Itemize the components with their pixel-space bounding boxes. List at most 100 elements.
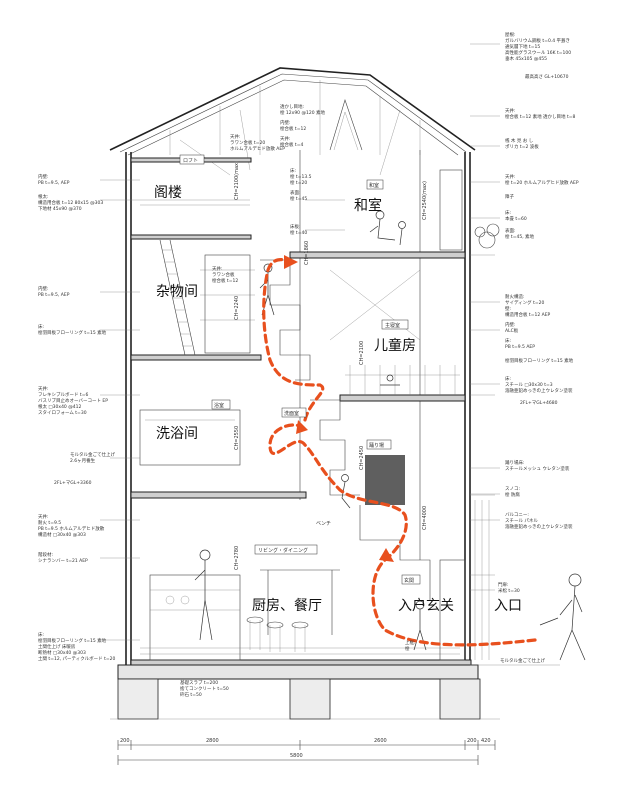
note-right: 内壁:: [505, 321, 516, 328]
note-left: バスリブ目止めオーバーコート EP: [38, 397, 108, 404]
note-right: 床:: [505, 337, 511, 344]
person-japanese-room: [369, 210, 396, 241]
room-label-attic: 阁楼: [154, 185, 182, 201]
tag-hanare: 洗面室: [284, 410, 299, 417]
note-left: モルタル金ごて仕上げ: [70, 451, 116, 458]
note-bottom: 桧: [405, 645, 410, 652]
note-center: 床:: [290, 167, 296, 174]
note-bottom: 基礎スラブ t=200: [180, 679, 218, 686]
note-center: 桧 12x90 @120 素地: [280, 109, 325, 116]
person-attic: [259, 263, 275, 316]
note-bottom: 捨てコンクリート t=50: [180, 685, 229, 692]
note-right: 踊り場床:: [505, 459, 525, 466]
note-center: 桧 t=40: [290, 229, 307, 236]
note-right: 壁:: [505, 305, 511, 312]
note-right: 最高高さ GL+10670: [525, 73, 569, 80]
note-right: スノコ:: [505, 486, 520, 492]
note-left: 下地材 45x90 @370: [38, 205, 82, 212]
note-right: 障子: [505, 193, 514, 200]
note-left: PB t=9.5, AEP: [38, 292, 70, 298]
note-right: PB t=9.5 AEP: [505, 344, 535, 350]
ceiling-height-label: CH=2240: [234, 296, 240, 320]
note-right: ポリカ t=2 波板: [505, 143, 539, 150]
ceiling-height-label: CH=2540(max): [422, 181, 428, 220]
tag-washitsu: 和室: [369, 182, 379, 189]
note-left: 2.6ヶ月養生: [70, 457, 96, 464]
note-bottom: 砕石 t=50: [180, 691, 202, 698]
note-right: 床:: [505, 375, 511, 382]
dimension-segment: 420: [481, 738, 491, 744]
note-center: 内壁:: [280, 119, 291, 126]
route-entrance-to-stairs: [268, 423, 537, 647]
dimension-segment: 2600: [374, 738, 387, 744]
tag-genkan: 玄関: [404, 577, 414, 584]
note-left: 構造用合板 t=12 80x15 @303: [38, 199, 103, 206]
note-right: 天井:: [505, 107, 516, 114]
note-center: ホルムアルデヒド放散 AEP: [230, 145, 285, 152]
note-center: 桧 t=13.5: [290, 173, 312, 180]
room-label-japanese-room: 和室: [354, 197, 382, 214]
tag-senmen: 浴室: [214, 402, 224, 409]
note-left: 土間仕上げ 床暖房: [38, 643, 76, 650]
note-left: スタイロフォーム t=30: [38, 409, 87, 416]
note-center: 表面:: [290, 189, 301, 196]
person-stair: [341, 474, 351, 509]
note-left: フレキシブルボード t=6: [38, 391, 88, 398]
interior-details: [139, 169, 500, 661]
route-stairs-up: [262, 258, 325, 422]
note-center: 天井:: [230, 133, 241, 140]
note-left: 階段材:: [38, 551, 53, 558]
person-outside: [539, 573, 586, 661]
tag-living: リビング・ダイニング: [258, 547, 308, 554]
note-right: 桟 木 見 お し: [505, 137, 534, 144]
ceiling-height-label: CH=4000: [422, 506, 428, 530]
note-right: 桧 t=20 ホルムアルデヒド放散 AEP: [505, 179, 579, 186]
note-center: 天井:: [212, 265, 223, 272]
note-center: 桧 t=45: [290, 195, 307, 202]
note-right: 屋根:: [505, 31, 516, 38]
note-right: 耐火構造:: [505, 293, 525, 300]
note-right: 床:: [505, 209, 511, 216]
note-right: スチール パネル: [505, 518, 538, 524]
tag-stair: 踊り場: [369, 442, 384, 449]
note-right: ガルバリウム鋼板 t=0.4 平葺き: [505, 37, 570, 44]
note-left: 耐火 t=9.5: [38, 519, 61, 526]
dimension-total: 5800: [290, 753, 303, 759]
dimension-segment: 200: [467, 738, 477, 744]
tag-loft: ロフト: [183, 158, 198, 164]
note-left: シナランバー t=21 AEP: [38, 558, 88, 564]
note-right: ALC板: [505, 327, 519, 334]
note-center: ラワン合板 t=20: [230, 139, 265, 146]
note-left: 構造材 □30x40 @303: [38, 531, 86, 538]
room-label-bathroom: 洗浴间: [156, 426, 198, 442]
note-right: 溶融亜鉛めっきの上ウレタン塗装: [505, 523, 573, 530]
note-center: 桧 t=20: [290, 179, 307, 186]
note-right: 桧合板 t=12 素地 透かし目地 t=8: [505, 113, 576, 120]
note-left: 天井:: [38, 385, 49, 392]
note-center: 桧合板 t=12: [280, 125, 306, 132]
note-center: 桧合板 t=12: [212, 277, 238, 284]
note-left: 内壁:: [38, 285, 49, 292]
note-right: 溶融亜鉛めっきの上ウレタン塗装: [505, 387, 573, 394]
room-label-kids-room: 儿童房: [374, 337, 416, 354]
person-japanese-room-2: [398, 221, 406, 246]
note-left: 内壁:: [38, 173, 49, 180]
person-kitchen: [194, 549, 213, 641]
ceiling-height-label: CH=2780: [234, 546, 240, 570]
room-label-entrance: 入口: [494, 598, 522, 614]
note-left: 床:: [38, 323, 44, 330]
ceiling-height-label: CH=2550: [234, 426, 240, 450]
note-right: スチールメッシュ ウレタン塗装: [505, 465, 570, 472]
roof: [109, 67, 476, 176]
note-left: 天井:: [38, 513, 49, 520]
person-kids-room: [380, 374, 400, 386]
route-arrowhead-top: [284, 255, 298, 269]
note-left: 土間 t=12, パーティクルボード t=20: [38, 655, 115, 662]
dimension-segment: 2800: [206, 738, 219, 744]
dimension-line: 200 2800 2600 200 420 5800: [117, 738, 496, 765]
note-right: スチール □30x30 t=3: [505, 382, 553, 388]
note-right: 高性能グラスウール 16K t=100: [505, 49, 571, 56]
ceiling-height-label: CH=2100(max): [234, 161, 240, 200]
route-arrowhead-entry: [379, 548, 394, 562]
note-center: ラワン合板: [212, 271, 235, 278]
